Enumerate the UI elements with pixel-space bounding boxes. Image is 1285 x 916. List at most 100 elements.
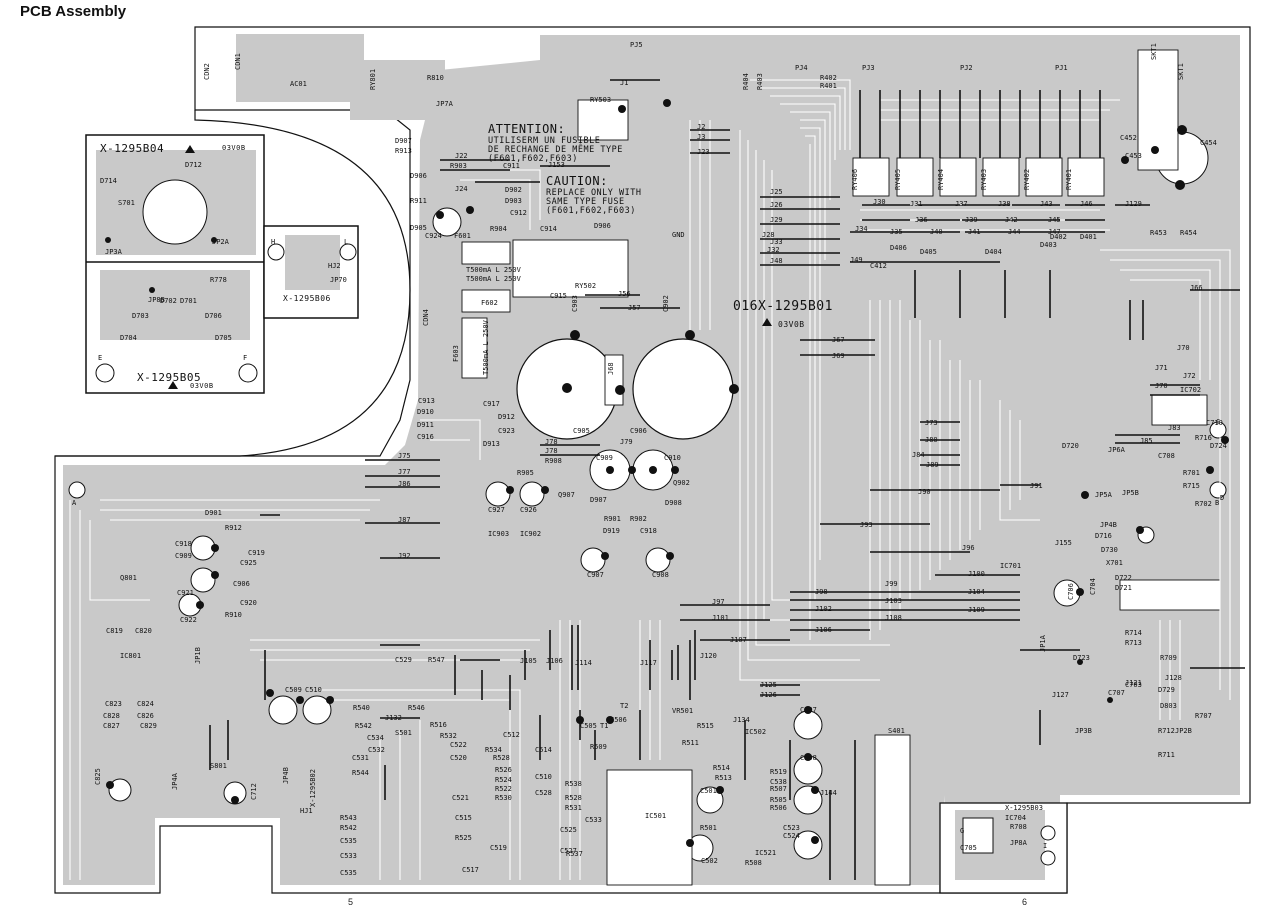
- svg-text:C820: C820: [135, 627, 152, 635]
- copper-fill-top: [236, 34, 364, 102]
- svg-text:C512: C512: [503, 731, 520, 739]
- svg-text:R904: R904: [490, 225, 507, 233]
- svg-text:D906: D906: [410, 172, 427, 180]
- svg-text:J78: J78: [545, 447, 558, 455]
- svg-text:J70: J70: [1177, 344, 1190, 352]
- svg-text:J100: J100: [968, 570, 985, 578]
- svg-text:R709: R709: [1160, 654, 1177, 662]
- svg-text:C538: C538: [770, 778, 787, 786]
- svg-text:R506: R506: [770, 804, 787, 812]
- svg-text:C921: C921: [177, 589, 194, 597]
- svg-text:R513: R513: [715, 774, 732, 782]
- svg-text:C926: C926: [520, 506, 537, 514]
- svg-text:R902: R902: [630, 515, 647, 523]
- svg-text:C712: C712: [250, 783, 258, 800]
- svg-text:J41: J41: [968, 228, 981, 236]
- svg-text:C927: C927: [488, 506, 505, 514]
- svg-text:D729: D729: [1158, 686, 1175, 694]
- svg-text:JP5B: JP5B: [1122, 489, 1139, 497]
- svg-text:F603: F603: [452, 345, 460, 362]
- svg-text:VR501: VR501: [672, 707, 693, 715]
- svg-text:R543: R543: [340, 814, 357, 822]
- svg-text:A: A: [72, 499, 77, 507]
- svg-text:C515: C515: [455, 814, 472, 822]
- svg-text:R522: R522: [495, 785, 512, 793]
- svg-text:J109: J109: [968, 606, 985, 614]
- page-marker-left: 5: [348, 897, 354, 907]
- svg-text:R526: R526: [495, 766, 512, 774]
- svg-text:C533: C533: [340, 852, 357, 860]
- svg-text:C705: C705: [960, 844, 977, 852]
- svg-text:IC902: IC902: [520, 530, 541, 538]
- svg-text:R530: R530: [495, 794, 512, 802]
- svg-text:J120: J120: [700, 652, 717, 660]
- svg-text:C: C: [1216, 418, 1220, 426]
- svg-text:C920: C920: [240, 599, 257, 607]
- svg-text:J75: J75: [398, 452, 411, 460]
- svg-text:R712: R712: [1158, 727, 1175, 735]
- caution-line-3: SAME TYPE FUSE: [546, 197, 625, 207]
- svg-text:I: I: [1043, 842, 1047, 850]
- svg-text:G: G: [960, 827, 964, 835]
- svg-text:R908: R908: [545, 457, 562, 465]
- svg-text:HJ1: HJ1: [300, 807, 313, 815]
- svg-text:J99: J99: [885, 580, 898, 588]
- svg-text:D907: D907: [590, 496, 607, 504]
- main-board-rev: 03V0B: [778, 320, 805, 329]
- svg-text:R542: R542: [340, 824, 357, 832]
- svg-text:D404: D404: [985, 248, 1002, 256]
- svg-text:IC702: IC702: [1180, 386, 1201, 394]
- svg-text:C910: C910: [664, 454, 681, 462]
- svg-text:J49: J49: [850, 256, 863, 264]
- svg-text:JP5A: JP5A: [1095, 491, 1113, 499]
- svg-text:JP7A: JP7A: [436, 100, 454, 108]
- svg-text:J45: J45: [1048, 216, 1061, 224]
- svg-text:J103: J103: [885, 597, 902, 605]
- svg-text:J153: J153: [548, 161, 565, 169]
- svg-text:R707: R707: [1195, 712, 1212, 720]
- page-marker-right: 6: [1022, 897, 1028, 907]
- svg-text:C506: C506: [610, 716, 627, 724]
- svg-text:R519: R519: [770, 768, 787, 776]
- svg-text:D911: D911: [417, 421, 434, 429]
- svg-text:J144: J144: [820, 789, 837, 797]
- svg-text:J72: J72: [1183, 372, 1196, 380]
- svg-text:J67: J67: [832, 336, 845, 344]
- svg-text:J86: J86: [398, 480, 411, 488]
- svg-text:C523: C523: [783, 824, 800, 832]
- svg-text:J79: J79: [620, 438, 633, 446]
- svg-text:C819: C819: [106, 627, 123, 635]
- svg-text:D905: D905: [410, 224, 427, 232]
- arc-cutout: [55, 110, 411, 457]
- svg-text:B: B: [1215, 499, 1219, 507]
- svg-text:J70: J70: [1155, 382, 1168, 390]
- svg-text:C906: C906: [233, 580, 250, 588]
- svg-text:C825: C825: [94, 768, 102, 785]
- svg-text:J93: J93: [860, 521, 873, 529]
- svg-text:D406: D406: [890, 244, 907, 252]
- svg-text:C710: C710: [1206, 419, 1223, 427]
- caution-line-2: REPLACE ONLY WITH: [546, 188, 642, 198]
- svg-text:J96: J96: [962, 544, 975, 552]
- svg-text:J30: J30: [873, 198, 886, 206]
- svg-text:L: L: [344, 238, 348, 246]
- svg-text:J77: J77: [398, 468, 411, 476]
- svg-text:C924: C924: [425, 232, 442, 240]
- svg-text:S401: S401: [888, 727, 905, 735]
- svg-text:C703: C703: [1125, 681, 1142, 689]
- svg-text:IC502: IC502: [745, 728, 766, 736]
- svg-text:D703: D703: [132, 312, 149, 320]
- svg-text:C707: C707: [1108, 689, 1125, 697]
- svg-text:D907: D907: [395, 137, 412, 145]
- capacitor-c906: [632, 338, 734, 440]
- svg-text:C922: C922: [180, 616, 197, 624]
- svg-text:RY401: RY401: [1065, 169, 1073, 190]
- svg-text:J46: J46: [1080, 200, 1093, 208]
- svg-text:JP1B: JP1B: [194, 647, 202, 664]
- svg-text:C913: C913: [418, 397, 435, 405]
- svg-text:D730: D730: [1101, 546, 1118, 554]
- svg-text:PJ3: PJ3: [862, 64, 875, 72]
- svg-text:R528: R528: [493, 754, 510, 762]
- svg-text:JP8B: JP8B: [148, 296, 165, 304]
- svg-text:J102: J102: [815, 605, 832, 613]
